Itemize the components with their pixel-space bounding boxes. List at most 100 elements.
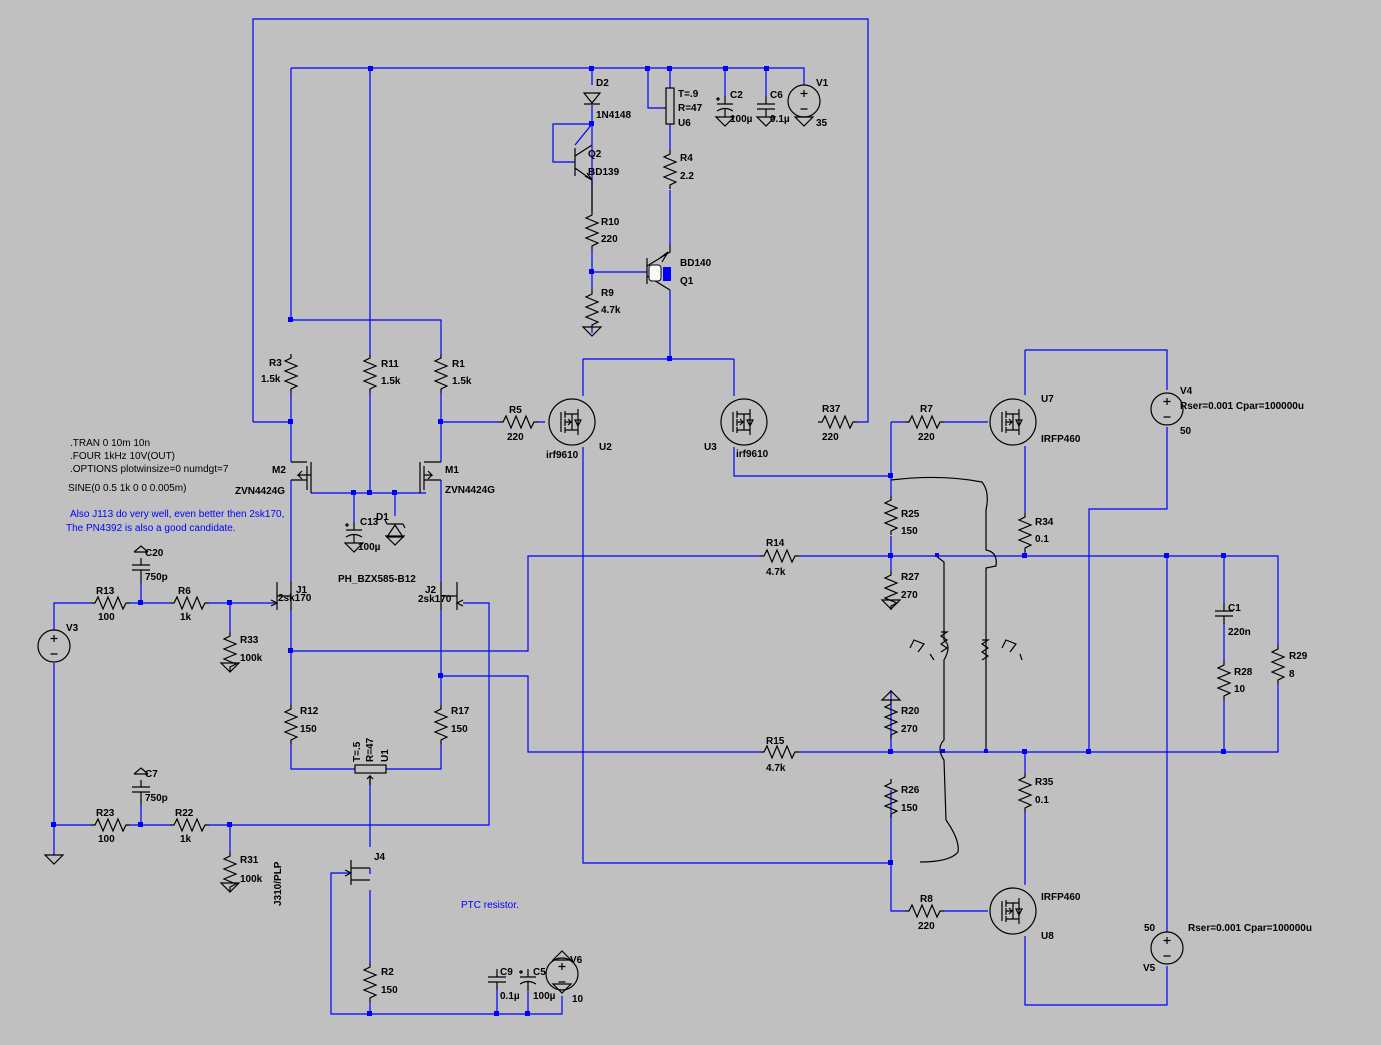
r10-ref-label: R10: [601, 217, 620, 228]
c20-ref-label: C20: [145, 548, 164, 559]
capacitor-symbols: [344, 95, 1234, 991]
jfet-j2: [440, 582, 464, 610]
r23-ref-label: R23: [96, 808, 115, 819]
v5-extra-label: Rser=0.001 Cpar=100000u: [1188, 923, 1312, 934]
r34-ref-label: R34: [1035, 517, 1054, 528]
u6-r-label: R=47: [678, 103, 703, 114]
v1-value-label: 35: [816, 118, 828, 129]
pot-u6: [663, 87, 675, 125]
c13-ref-label: C13: [360, 517, 379, 528]
m2-value-label: ZVN4424G: [235, 486, 285, 497]
directive-four: .FOUR 1kHz 10V(OUT): [70, 451, 175, 462]
nmos-u8: [989, 887, 1037, 935]
r11-ref-label: R11: [381, 359, 399, 370]
d2-ref-label: D2: [596, 78, 609, 89]
r8-value-label: 220: [918, 921, 935, 932]
spice-directives: .TRAN 0 10m 10n .FOUR 1kHz 10V(OUT) .OPT…: [68, 438, 229, 494]
r15-ref-label: R15: [766, 736, 785, 747]
r4-value-label: 2.2: [680, 171, 694, 182]
q2-ref-label: Q2: [588, 149, 602, 160]
c1-value-label: 220n: [1228, 627, 1251, 638]
capacitor-c20: [132, 545, 150, 583]
r17-ref-label: R17: [451, 706, 470, 717]
u1-r-label: R=47: [365, 737, 376, 762]
u7-value-label: IRFP460: [1041, 434, 1081, 445]
v3-sine-spec: SINE(0 0.5 1k 0 0 0.005m): [68, 483, 186, 494]
c9-ref-label: C9: [500, 967, 513, 978]
r6-value-label: 1k: [180, 612, 192, 623]
c1-ref-label: C1: [1228, 603, 1241, 614]
u6-t-label: T=.9: [678, 89, 699, 100]
c7-value-label: 750p: [145, 793, 168, 804]
directive-options: .OPTIONS plotwinsize=0 numdgt=7: [70, 464, 229, 475]
wire-network: [53, 18, 1279, 1015]
r11-value-label: 1.5k: [381, 376, 401, 387]
u6-ref-label: U6: [678, 118, 691, 129]
r8-ref-label: R8: [920, 894, 933, 905]
mosfet-m1: [419, 461, 441, 493]
c5-value-label: 100µ: [533, 991, 556, 1002]
r9-value-label: 4.7k: [601, 305, 621, 316]
u7-ref-label: U7: [1041, 394, 1054, 405]
r3-ref-label: R3: [269, 358, 282, 369]
r10-value-label: 220: [601, 234, 618, 245]
directive-tran: .TRAN 0 10m 10n: [70, 438, 150, 449]
r12-value-label: 150: [300, 724, 317, 735]
v6-value-label: 10: [572, 994, 584, 1005]
r13-value-label: 100: [98, 612, 115, 623]
v1-ref-label: V1: [816, 78, 829, 89]
pmos-u3: [720, 398, 768, 446]
jfet-comment-1: Also J113 do very well, even better then…: [70, 509, 284, 520]
mosfet-m2: [291, 461, 312, 493]
q1-ref-label: Q1: [680, 276, 694, 287]
r34-value-label: 0.1: [1035, 534, 1049, 545]
d1-ref-label: D1: [376, 512, 389, 523]
r33-ref-label: R33: [240, 635, 259, 646]
r29-value-label: 8: [1289, 669, 1295, 680]
r26-value-label: 150: [901, 803, 918, 814]
u8-value-label: IRFP460: [1041, 892, 1081, 903]
r5-value-label: 220: [507, 432, 524, 443]
d1-value-label: PH_BZX585-B12: [338, 574, 416, 585]
r15-value-label: 4.7k: [766, 763, 786, 774]
r25-ref-label: R25: [901, 509, 920, 520]
j2-ref-label: J2: [425, 585, 437, 596]
v5-ref-label: V5: [1143, 963, 1156, 974]
r13-ref-label: R13: [96, 586, 115, 597]
r35-value-label: 0.1: [1035, 795, 1049, 806]
c5-ref-label: C5: [533, 967, 546, 978]
u3-value-label: irf9610: [736, 449, 769, 460]
ground-symbols: [44, 116, 901, 994]
comments: Also J113 do very well, even better then…: [66, 509, 519, 911]
u1-labels-rotated: T=.5 R=47 U1: [352, 737, 391, 762]
r1-ref-label: R1: [452, 359, 465, 370]
r29-ref-label: R29: [1289, 651, 1308, 662]
c6-ref-label: C6: [770, 90, 783, 101]
r3-value-label: 1.5k: [261, 374, 281, 385]
r26-ref-label: R26: [901, 785, 920, 796]
c7-ref-label: C7: [145, 769, 158, 780]
r12-ref-label: R12: [300, 706, 319, 717]
r31-value-label: 100k: [240, 874, 263, 885]
q1-value-label: BD140: [680, 258, 712, 269]
r35-ref-label: R35: [1035, 777, 1054, 788]
j1-value-label: 2sk170: [278, 593, 312, 604]
r5-ref-label: R5: [509, 405, 522, 416]
u8-ref-label: U8: [1041, 931, 1054, 942]
ptc-sketch: [890, 476, 1023, 863]
jfet-comment-2: The PN4392 is also a good candidate.: [66, 523, 236, 534]
diode-d2: [582, 92, 602, 105]
m2-ref-label: M2: [272, 465, 286, 476]
r28-ref-label: R28: [1234, 667, 1253, 678]
u3-ref-label: U3: [704, 442, 717, 453]
ground-up-r20: [880, 690, 902, 701]
r27-value-label: 270: [901, 590, 918, 601]
r7-ref-label: R7: [920, 404, 933, 415]
v6-ref-label: V6: [570, 955, 583, 966]
u2-ref-label: U2: [599, 442, 612, 453]
j4-value-label: J310/PLP: [273, 861, 284, 906]
r33-value-label: 100k: [240, 653, 263, 664]
r1-value-label: 1.5k: [452, 376, 472, 387]
junction-dots: [51, 66, 1226, 1016]
capacitor-c7: [132, 767, 150, 805]
